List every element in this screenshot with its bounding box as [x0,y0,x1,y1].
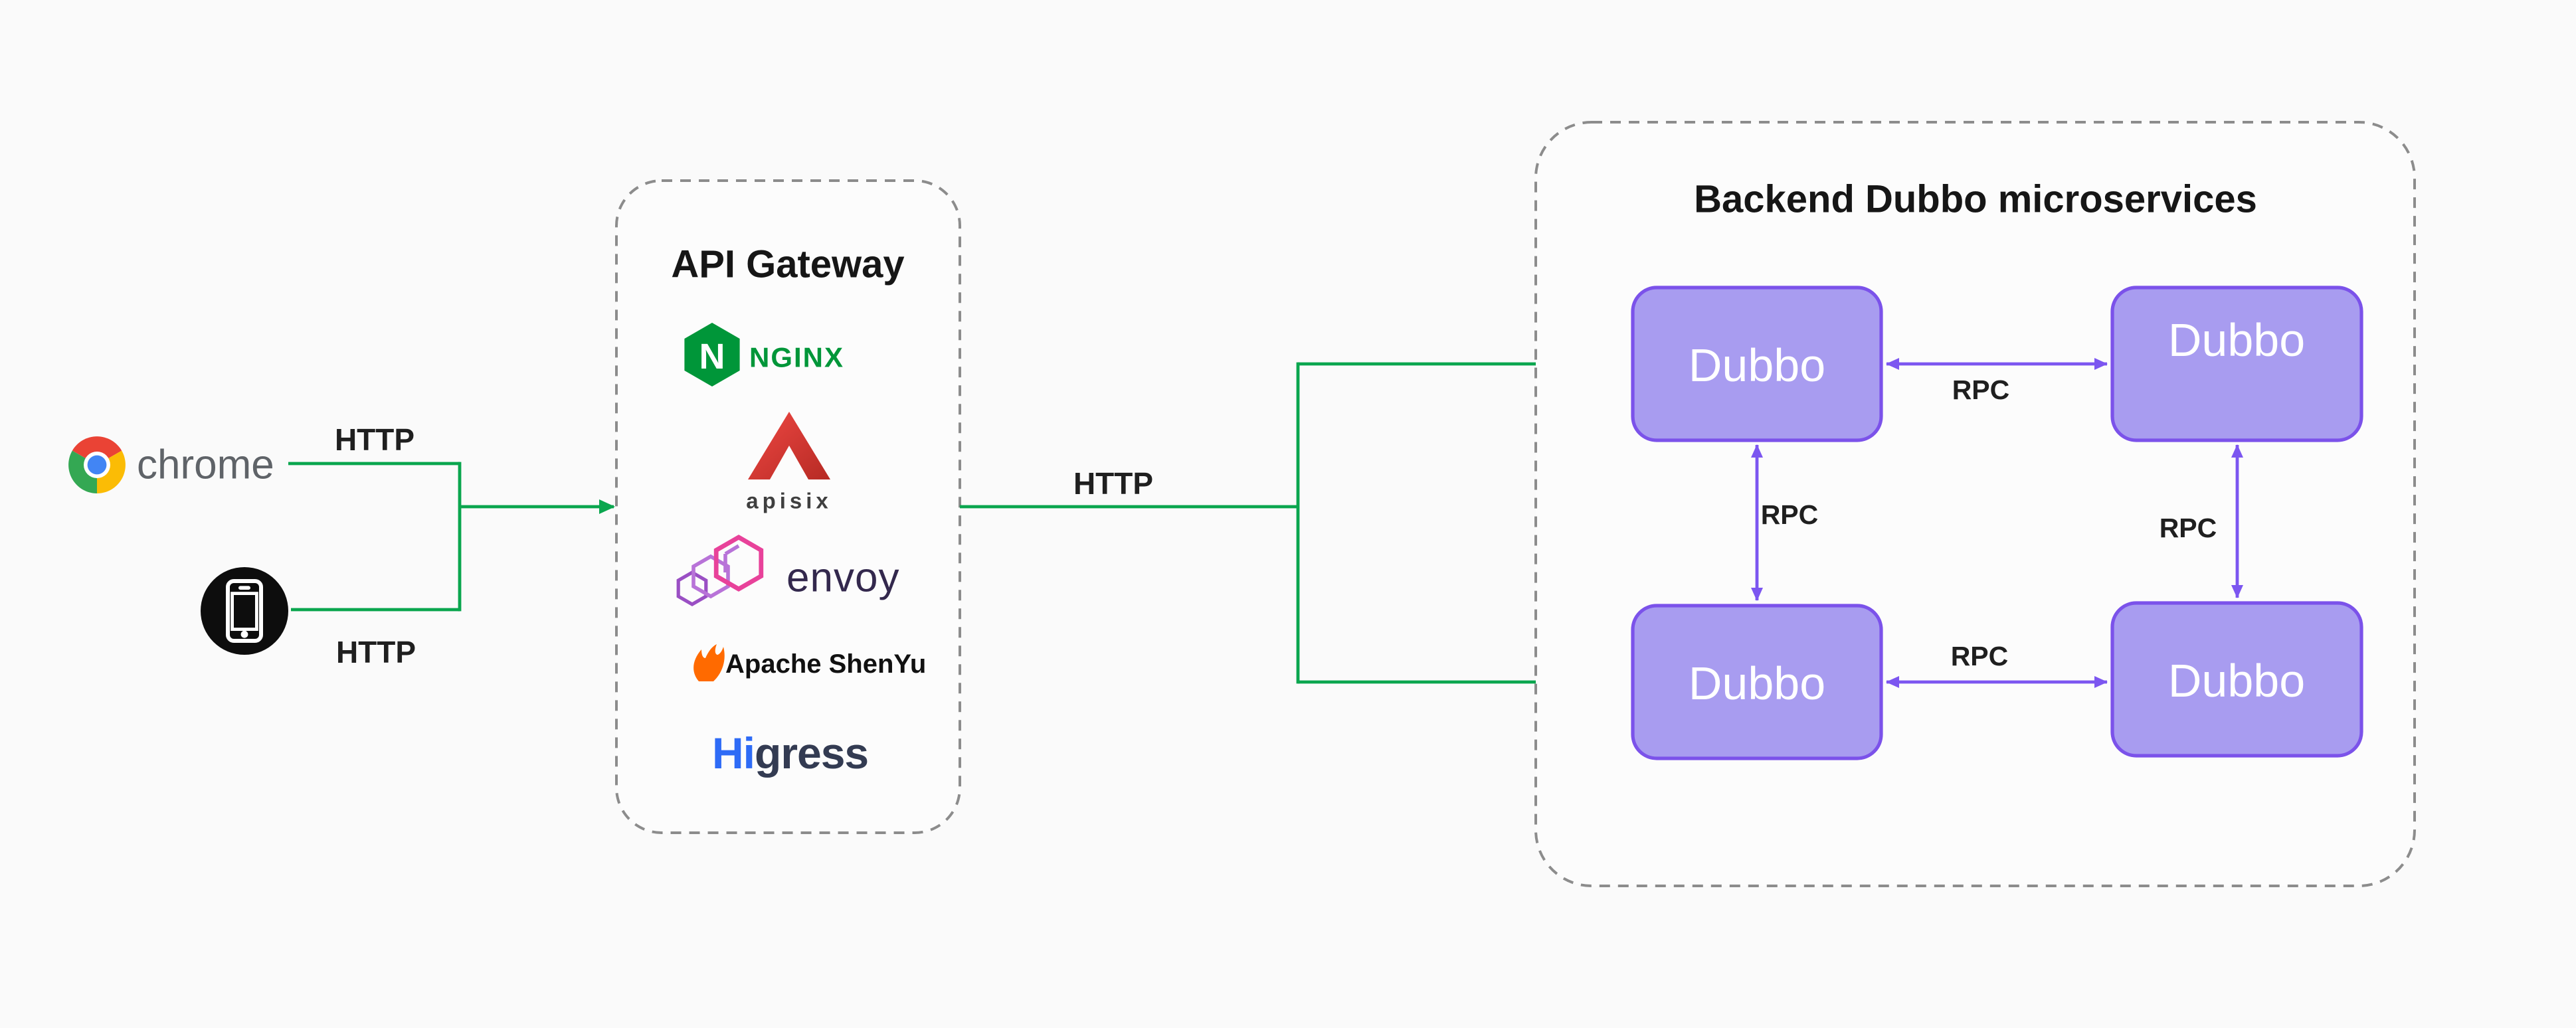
dubbo-node-bottom-left: Dubbo [1631,604,1883,760]
nginx-logo: N NGINX [684,323,844,386]
nginx-n-letter: N [699,337,725,377]
apisix-wordmark: apisix [746,489,832,513]
rpc-label-left: RPC [1761,499,1819,530]
backend-title: Backend Dubbo microservices [1694,178,2257,221]
http-label-chrome: HTTP [335,422,414,457]
rpc-label-top: RPC [1952,375,2010,405]
mobile-client [201,567,288,655]
rpc-label-right: RPC [2160,513,2217,543]
dubbo-node-bottom-right: Dubbo [2110,601,2363,758]
rpc-arrow-top: RPC [1886,358,2108,405]
rpc-arrow-right: RPC [2160,444,2243,598]
nginx-wordmark: NGINX [749,342,844,373]
http-label-gateway-backend: HTTP [1073,466,1153,501]
nginx-icon: N [684,323,740,386]
dubbo-node-label: Dubbo [2168,314,2305,366]
dubbo-node-label: Dubbo [1689,657,1825,709]
rpc-label-bottom: RPC [1951,641,2009,671]
dubbo-node-label: Dubbo [1689,339,1825,391]
envoy-logo: envoy [676,535,899,607]
apache-shenyu-logo: Apache ShenYu [693,644,926,681]
dubbo-node-top-right: Dubbo [2110,286,2363,442]
backend-box [1534,121,2416,887]
envoy-wordmark: envoy [786,555,899,601]
rpc-arrow-bottom: RPC [1886,641,2108,688]
dubbo-node-label: Dubbo [2168,655,2305,707]
chrome-label: chrome [137,442,274,488]
client-to-gateway-connector [288,462,615,612]
gateway-to-backend-connector [960,357,1631,689]
apisix-icon [748,412,830,479]
higress-gress: gress [755,728,868,778]
higress-hi: Hi [712,728,755,778]
api-gateway-title: API Gateway [671,243,904,286]
shenyu-wordmark: Apache ShenYu [725,649,926,679]
dubbo-node-top-left: Dubbo [1631,286,1883,442]
chrome-client: chrome [68,436,274,493]
envoy-icon [676,535,764,607]
http-label-mobile: HTTP [336,635,416,669]
mobile-phone-icon [201,567,288,655]
apisix-logo: apisix [746,412,832,513]
higress-logo: Higress [712,728,868,778]
shenyu-flame-icon [693,644,725,681]
rpc-arrow-left: RPC [1751,444,1819,601]
chrome-logo-icon [68,436,126,493]
